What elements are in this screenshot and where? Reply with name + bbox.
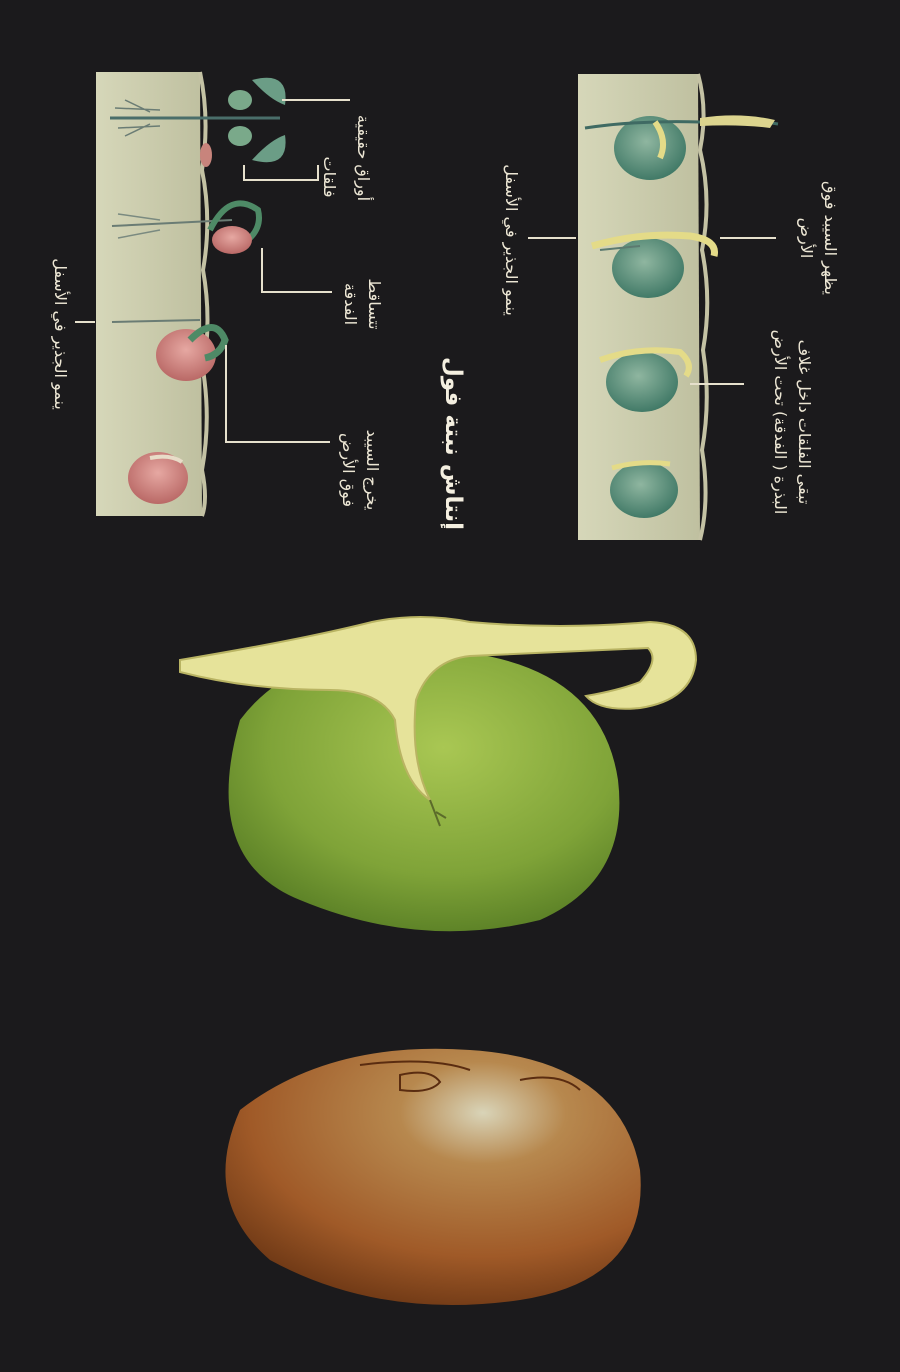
top-seed-4 (610, 462, 678, 518)
seed-coat-falls-label: تتساقط الفدقة (338, 262, 386, 346)
top-shoot-label: يظهر السيبد فوق الأرض (794, 173, 842, 303)
true-leaves-label: أوراق حقيقية (351, 103, 375, 213)
large-bean-seed (225, 1049, 640, 1305)
cotyledons-label: فلقات (317, 142, 341, 212)
top-cotyledon-label: تبقى الفلقات داخل غلاف البذرة ( الفدقة) … (744, 322, 816, 522)
bottom-soil-strip (96, 72, 208, 516)
top-radicle-label: ينمو الجذير في الأسفل (499, 140, 523, 340)
shoot-emerges-label: يخرج السيبد فوق الأرض (336, 415, 384, 525)
large-germinating-seed (180, 617, 696, 931)
bottom-radicle-label: ينمو الجذير في الأسفل (48, 234, 72, 434)
poster-title: إنتاش نبتة فول (434, 310, 466, 530)
bottom-plant-4 (128, 452, 188, 504)
